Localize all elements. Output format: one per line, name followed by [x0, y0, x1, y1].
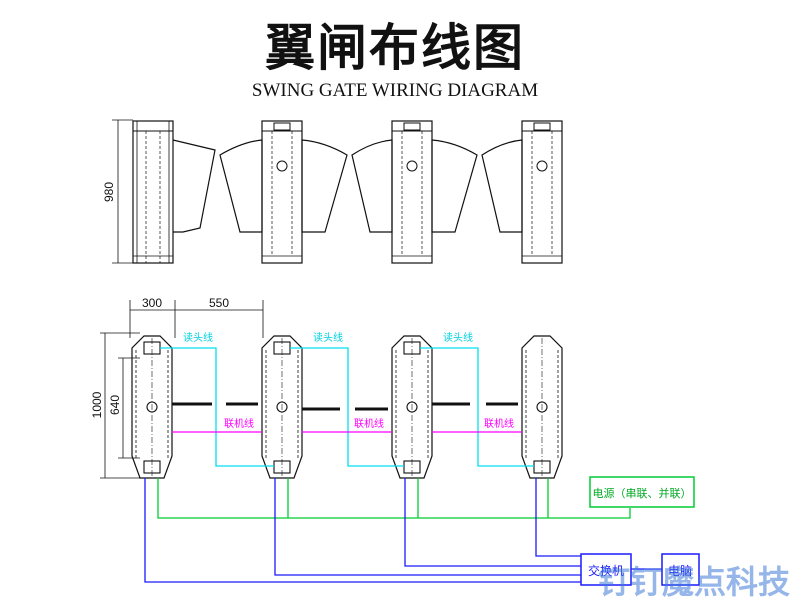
network-switch-label: 交换机: [588, 563, 624, 578]
dimension-980: 980: [102, 119, 133, 264]
top-post-4: [521, 335, 563, 479]
dimension-300-label: 300: [142, 296, 162, 310]
top-post-1: [131, 335, 173, 479]
reader-box: [403, 460, 421, 474]
front-wing-4: [481, 139, 523, 233]
top-view: 300 550 1000 640: [90, 296, 790, 598]
dimension-550-label: 550: [209, 296, 229, 310]
diagram-title-chinese: 翼闸布线图: [265, 19, 525, 77]
power-supply-label: 电源（串联、并联）: [593, 486, 692, 500]
front-wing-2b: [301, 139, 348, 233]
pivot-circle: [536, 401, 548, 413]
front-post-2: [261, 120, 303, 264]
reader-lines: [160, 347, 534, 467]
computer-label: 电脑: [668, 564, 692, 578]
dimension-top-heights: 1000 640: [90, 332, 140, 479]
reader-box: [533, 460, 551, 474]
link-line-label: 联机线: [484, 417, 514, 430]
front-post-4: [521, 120, 563, 264]
top-post-2: [261, 335, 303, 479]
reader-line-label: 读头线: [443, 331, 473, 344]
power-lines: [157, 478, 631, 519]
computer-box: [661, 553, 700, 586]
front-view: 980: [102, 119, 563, 264]
reader-box: [143, 460, 161, 474]
reader-line-label: 读头线: [313, 331, 343, 344]
dimension-1000-label: 1000: [90, 391, 104, 418]
watermark-logo: 钉钉魔点科技: [598, 563, 790, 598]
top-post-3: [391, 335, 433, 479]
power-supply-box: [589, 476, 695, 508]
diagram-title-english: SWING GATE WIRING DIAGRAM: [251, 80, 539, 101]
dimension-top-widths: 300 550: [129, 296, 264, 338]
front-wing-2a: [219, 139, 263, 233]
link-line-label: 联机线: [224, 417, 254, 430]
dimension-640-label: 640: [108, 395, 122, 415]
closed-wings: [172, 402, 518, 411]
network-lines: [144, 478, 662, 583]
pivot-circle: [146, 401, 158, 413]
link-line-label: 联机线: [354, 417, 384, 430]
front-post-3: [391, 120, 433, 264]
front-wing-1: [172, 139, 216, 233]
dimension-980-label: 980: [102, 182, 116, 202]
pivot-circle: [276, 401, 288, 413]
front-wing-3a: [351, 139, 393, 233]
front-wing-3b: [431, 139, 478, 233]
reader-line-label: 读头线: [183, 331, 213, 344]
front-post-1: [132, 120, 174, 264]
network-switch-box: [580, 553, 632, 586]
pivot-circle: [406, 401, 418, 413]
reader-box: [273, 460, 291, 474]
